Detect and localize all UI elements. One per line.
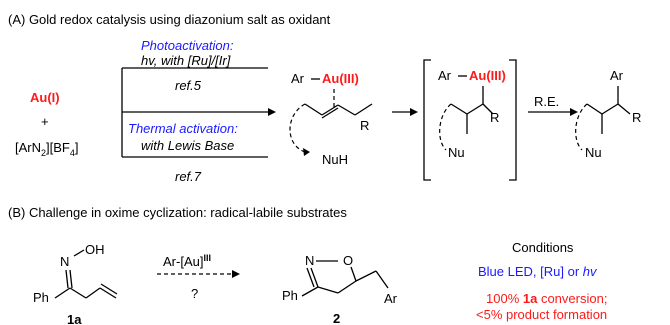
- arrow-to-bracket: [392, 108, 418, 116]
- svg-text:Ar: Ar: [291, 71, 305, 86]
- isoxazoline-product-2: N O Ph Ar 2: [282, 253, 398, 325]
- conditions-red-line2: <5% product formation: [476, 307, 607, 322]
- photoactivation-conditions: hv, with [Ru]/[Ir]: [141, 53, 231, 68]
- svg-text:R: R: [360, 118, 369, 133]
- svg-text:N: N: [305, 253, 314, 268]
- thermal-activation-conditions: with Lewis Base: [141, 138, 234, 153]
- diazonium-salt-label: [ArN2][BF4]: [15, 140, 79, 158]
- svg-text:Ar: Ar: [610, 68, 624, 83]
- branch-arrow: [121, 67, 276, 158]
- conditions-blue: Blue LED, [Ru] or hv: [478, 264, 598, 279]
- thermal-activation-label: Thermal activation:: [128, 121, 238, 136]
- section-a-title: (A) Gold redox catalysis using diazonium…: [8, 12, 331, 27]
- photoactivation-ref: ref.5: [175, 78, 202, 93]
- compound-1a-label: 1a: [67, 312, 82, 325]
- conditions-title: Conditions: [512, 240, 574, 255]
- au1-label: Au(I): [30, 90, 60, 105]
- svg-text:Ph: Ph: [282, 288, 298, 303]
- cyclized-product: Ar R Nu: [575, 68, 641, 160]
- svg-text:Ar: Ar: [438, 68, 452, 83]
- conditions-red-line1: 100% 1a conversion;: [486, 291, 607, 306]
- svg-text:NuH: NuH: [322, 152, 348, 167]
- reductive-elimination-arrow: R.E.: [528, 94, 578, 116]
- question-mark: ?: [191, 286, 198, 301]
- svg-text:R: R: [490, 110, 499, 125]
- svg-text:N: N: [60, 254, 69, 269]
- oxime-1a-structure: OH N Ph 1a: [33, 242, 118, 325]
- svg-text:Au(III): Au(III): [469, 68, 506, 83]
- svg-text:Nu: Nu: [585, 145, 602, 160]
- pi-complex-intermediate: Ar Au(III) R NuH: [289, 71, 373, 167]
- plus-sign: +: [41, 114, 49, 129]
- bracketed-intermediate: Ar Au(III) R Nu: [423, 59, 517, 181]
- svg-text:O: O: [343, 253, 353, 268]
- svg-text:R: R: [632, 110, 641, 125]
- photoactivation-label: Photoactivation:: [141, 38, 234, 53]
- thermal-activation-ref: ref.7: [175, 169, 202, 184]
- section-b-title: (B) Challenge in oxime cyclization: radi…: [8, 205, 347, 220]
- svg-text:Ph: Ph: [33, 290, 49, 305]
- re-label: R.E.: [534, 94, 559, 109]
- svg-text:Au(III): Au(III): [322, 71, 359, 86]
- svg-text:OH: OH: [85, 242, 105, 257]
- compound-2-label: 2: [333, 311, 340, 325]
- ar-au-iii-reagent: Ar-[Au]III: [163, 253, 211, 269]
- oxime-reaction-arrow: Ar-[Au]III ?: [157, 253, 240, 301]
- svg-text:Nu: Nu: [448, 145, 465, 160]
- svg-text:Ar: Ar: [384, 291, 398, 306]
